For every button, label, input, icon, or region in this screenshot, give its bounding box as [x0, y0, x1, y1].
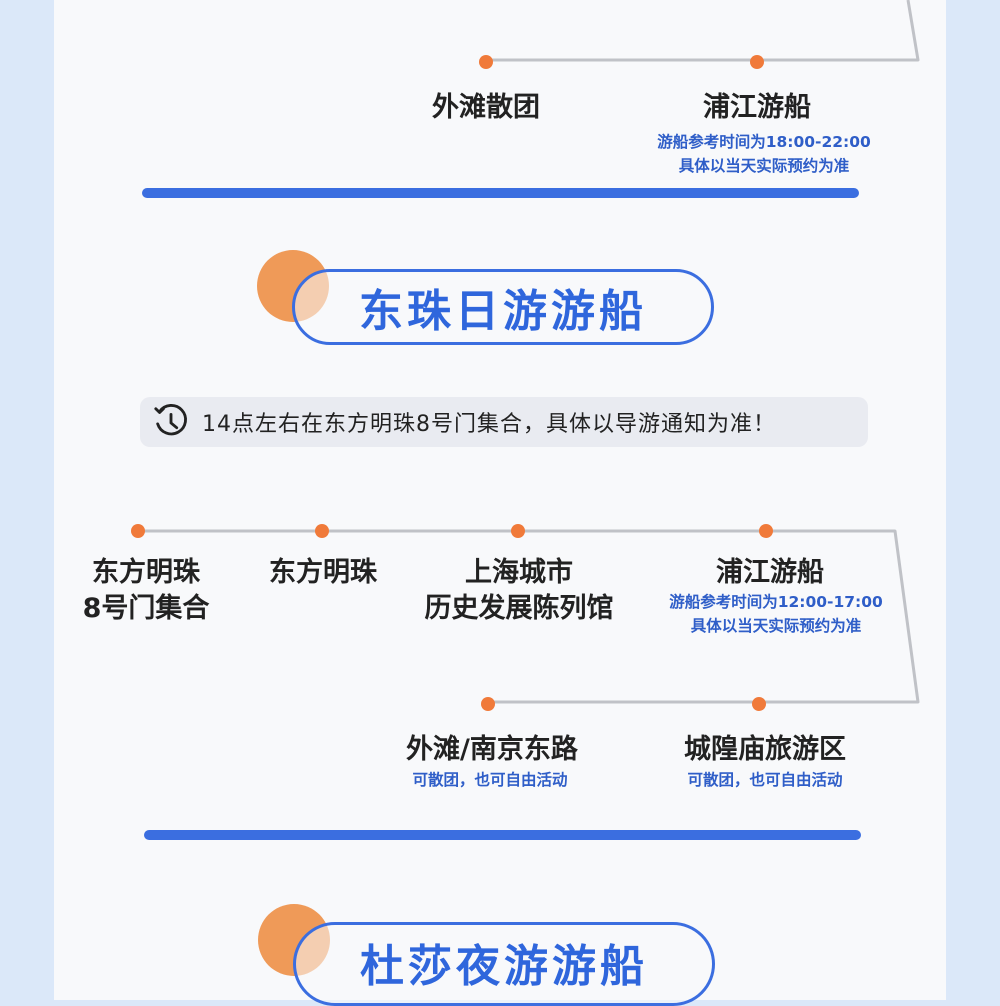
stop-name: 8号门集合 [82, 593, 210, 624]
stop-name: 城隍庙旅游区 [684, 734, 846, 765]
stop-name: 浦江游船 [716, 557, 824, 588]
stop-name: 外滩散团 [432, 92, 540, 123]
meeting-notice: 14点左右在东方明珠8号门集合，具体以导游通知为准！ [140, 397, 868, 447]
clock-icon [154, 404, 187, 436]
section-title-pill: 东珠日游游船 [292, 269, 714, 345]
stop-name: 外滩/南京东路 [406, 734, 578, 765]
notice-text: 14点左右在东方明珠8号门集合，具体以导游通知为准！ [202, 412, 776, 437]
route-dot [752, 697, 766, 711]
section-title: 东珠日游游船 [359, 286, 647, 337]
section-title: 杜莎夜游游船 [360, 941, 648, 992]
stop-name: 历史发展陈列馆 [424, 593, 614, 624]
route-dot [759, 524, 773, 538]
route-dot [315, 524, 329, 538]
stop-note: 具体以当天实际预约为准 [690, 617, 862, 635]
stop-name: 浦江游船 [703, 92, 811, 123]
section-title-pill: 杜莎夜游游船 [293, 922, 715, 1006]
stop-note: 可散团，也可自由活动 [687, 771, 843, 789]
stop-note: 可散团，也可自由活动 [412, 771, 568, 789]
route-dot [479, 55, 493, 69]
stop-note: 具体以当天实际预约为准 [678, 157, 850, 175]
stop-name: 东方明珠 [269, 557, 377, 588]
route-dot [511, 524, 525, 538]
stop-name: 东方明珠 [92, 557, 200, 588]
stop-note: 游船参考时间为18:00-22:00 [657, 133, 871, 151]
route-dot [750, 55, 764, 69]
section-divider [142, 188, 859, 198]
route-dot [131, 524, 145, 538]
route-dot [481, 697, 495, 711]
section-divider [144, 830, 861, 840]
stop-note: 游船参考时间为12:00-17:00 [669, 593, 883, 611]
stop-name: 上海城市 [465, 557, 573, 588]
